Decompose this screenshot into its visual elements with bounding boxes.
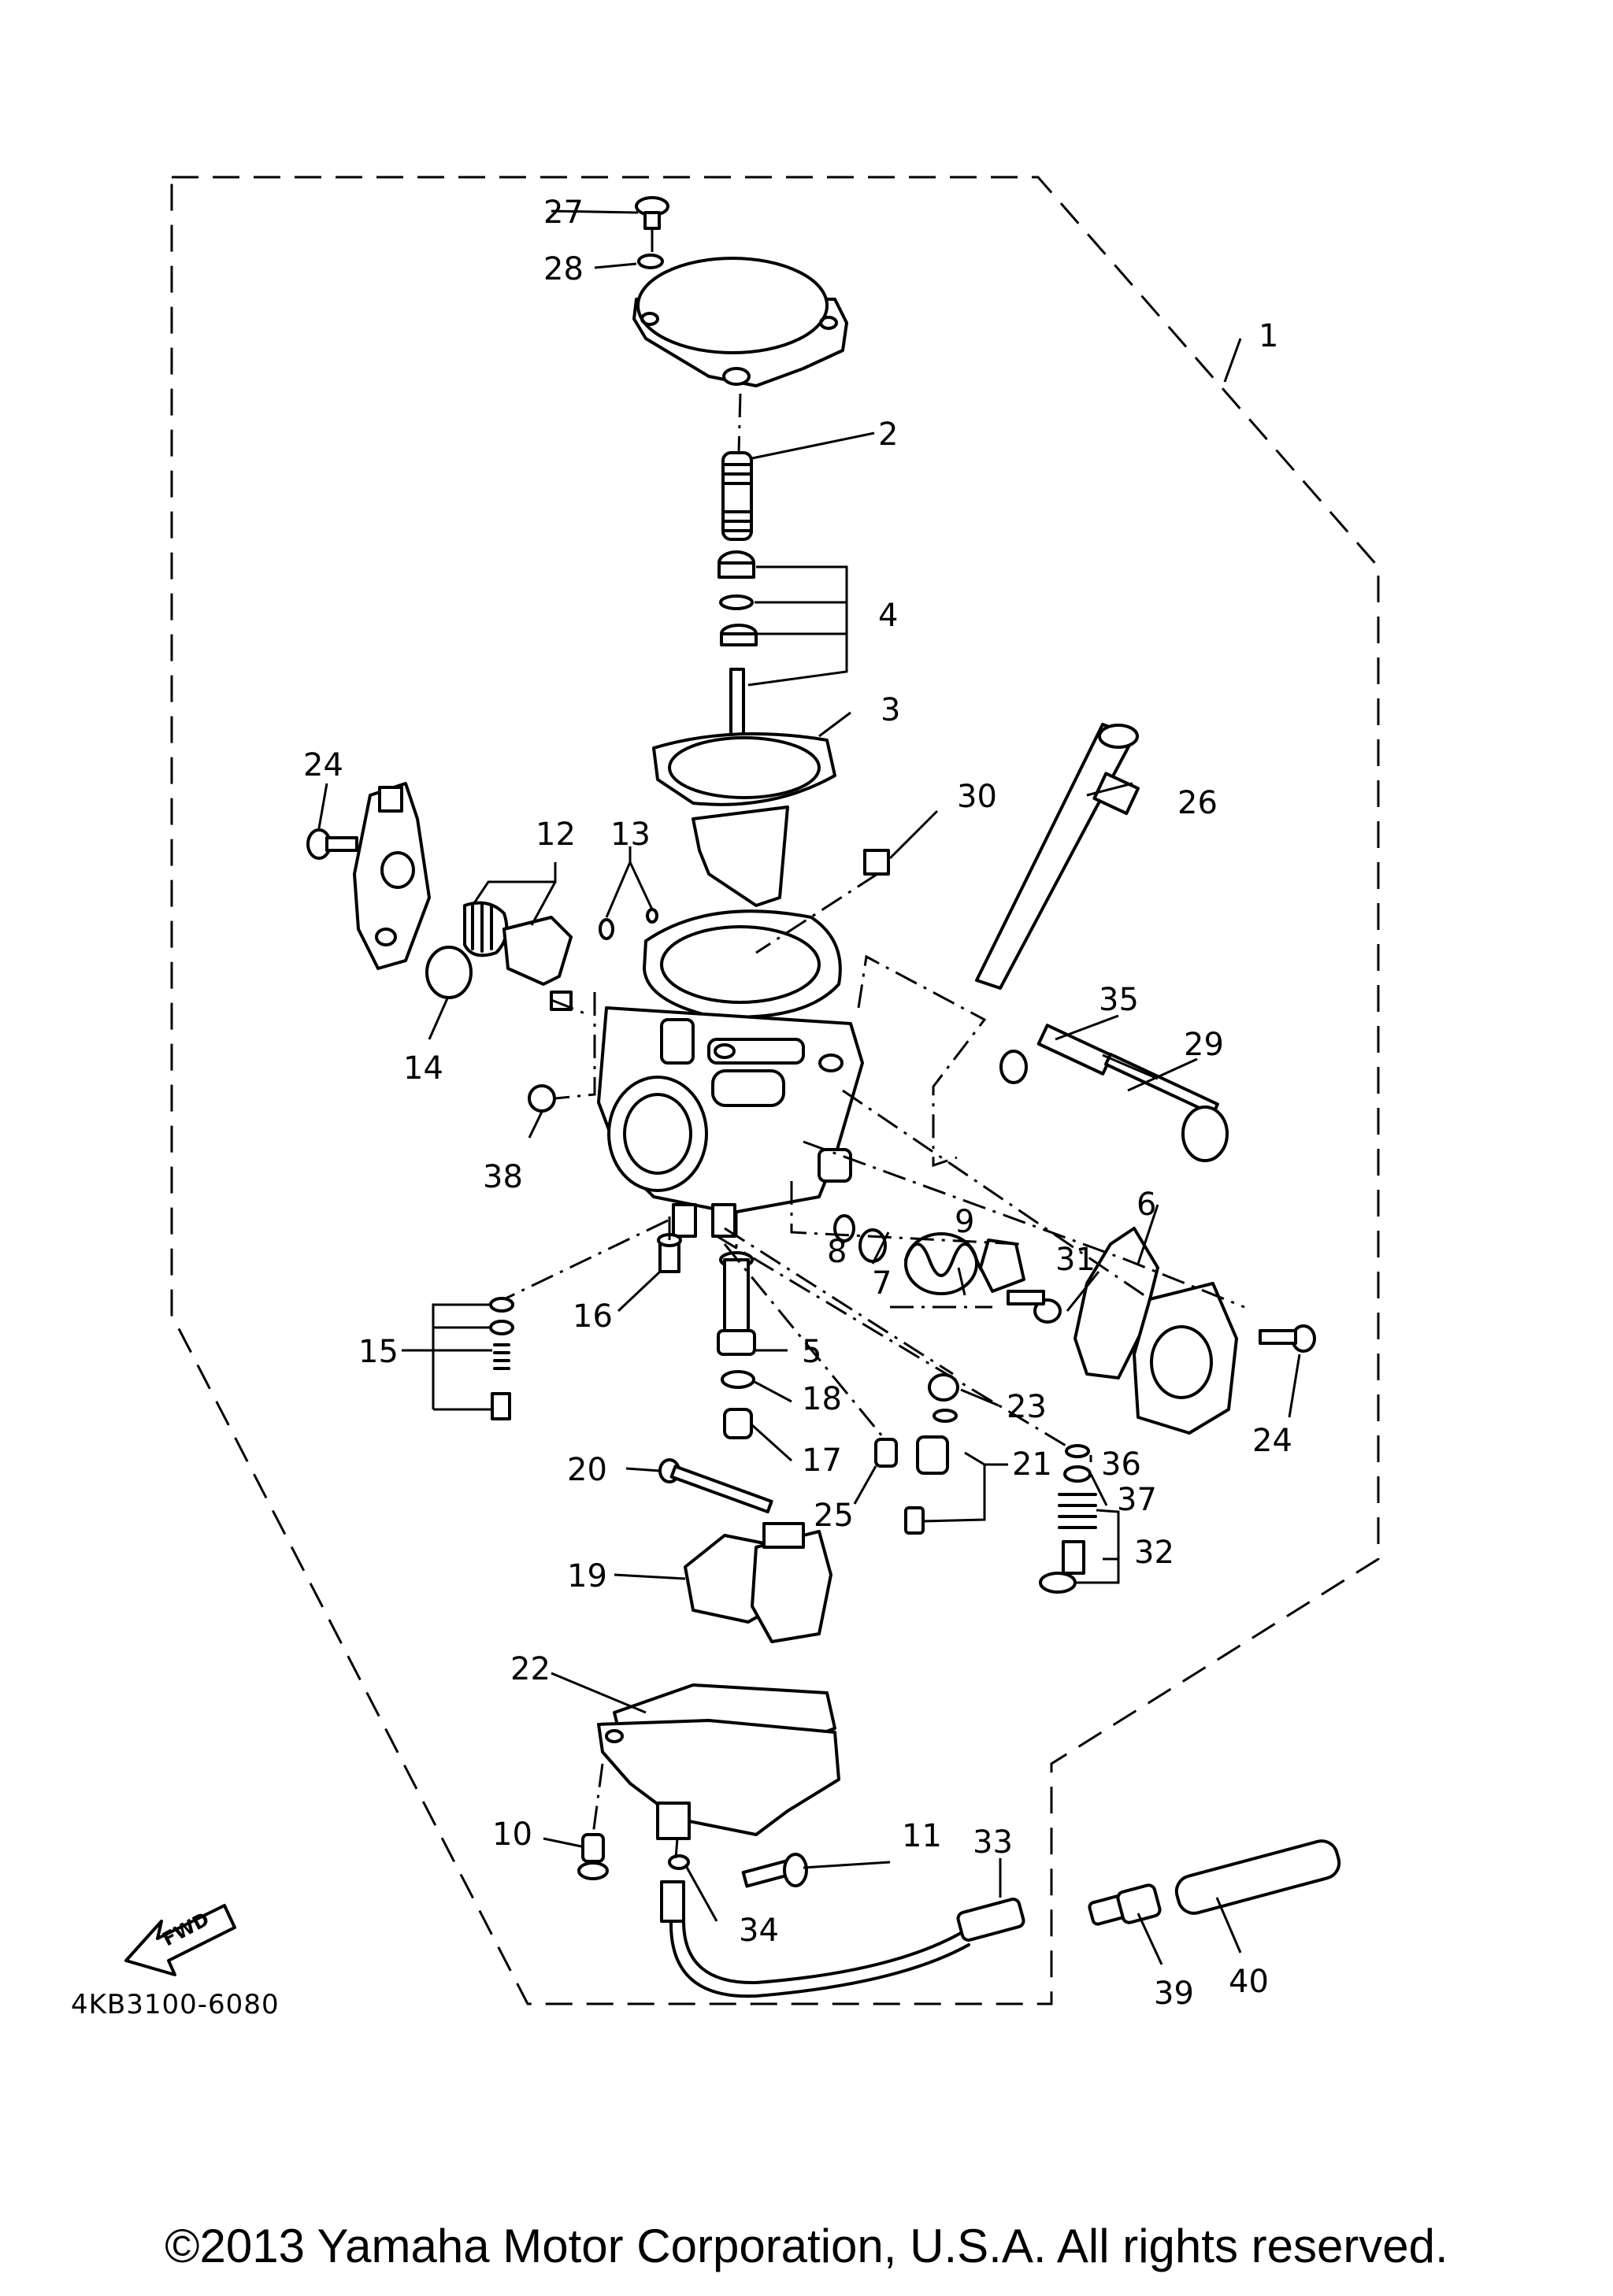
callout-16: 16	[573, 1298, 613, 1335]
callout-37: 37	[1117, 1482, 1157, 1518]
callout-22: 22	[510, 1651, 551, 1687]
callout-24-right: 24	[1252, 1423, 1292, 1459]
callout-3: 3	[881, 692, 900, 728]
throttle-tube-part-26	[975, 723, 1140, 990]
callout-18: 18	[802, 1381, 842, 1417]
callout-29: 29	[1184, 1027, 1224, 1063]
jet-part-16	[657, 1233, 682, 1273]
nut-part-38	[528, 1084, 556, 1113]
callout-19: 19	[567, 1558, 607, 1594]
callout-23: 23	[1007, 1389, 1047, 1425]
callout-12: 12	[536, 817, 576, 853]
callout-14: 14	[403, 1050, 443, 1087]
float-part-19	[684, 1522, 832, 1643]
plunger-part-12	[463, 901, 573, 1011]
pin-part-20	[658, 1458, 773, 1514]
callout-33: 33	[973, 1824, 1013, 1861]
callout-40: 40	[1229, 1964, 1269, 2000]
screw-part-24-left	[306, 828, 358, 860]
cover-part-24-right	[1133, 1282, 1238, 1435]
float-bowl	[597, 1719, 840, 1840]
copyright-notice: ©2013 Yamaha Motor Corporation, U.S.A. A…	[165, 2220, 1448, 2272]
callout-38: 38	[483, 1159, 523, 1195]
hose-part-33	[660, 1880, 1025, 1998]
o-ring-part-13-a	[599, 918, 614, 940]
callout-8: 8	[827, 1234, 847, 1270]
drain-screw-part-11	[741, 1853, 808, 1888]
callout-35: 35	[1099, 982, 1139, 1018]
callout-17: 17	[802, 1442, 842, 1479]
callout-4: 4	[878, 598, 898, 634]
callout-6: 6	[1137, 1187, 1156, 1223]
washer-part-18	[721, 1370, 755, 1389]
screw-part-10	[577, 1833, 609, 1880]
jet-part-25	[874, 1438, 898, 1468]
callout-15: 15	[358, 1334, 399, 1370]
callout-30: 30	[957, 779, 997, 815]
fitting-part-39	[1088, 1883, 1162, 1926]
callout-24-left: 24	[303, 747, 343, 783]
assembly-boundary	[170, 176, 1380, 2005]
clip-part-34	[668, 1854, 690, 1870]
diagram-code: 4KB3100-6080	[71, 1989, 280, 2020]
o-ring-part-14	[425, 946, 473, 999]
callout-39: 39	[1154, 1976, 1194, 2012]
cover-part-24-left	[353, 782, 431, 970]
valve-set-part-21	[904, 1409, 958, 1535]
diaphragm-piston-part-3	[652, 732, 836, 907]
carburetor-body	[597, 1006, 864, 1238]
pilot-screw-set-part-15	[489, 1297, 514, 1420]
cap-screw-part-27	[635, 196, 669, 230]
callout-25: 25	[814, 1498, 854, 1534]
callout-20: 20	[567, 1452, 607, 1488]
screw-set-part-32	[1039, 1493, 1097, 1594]
o-ring-part-35	[999, 1050, 1028, 1084]
callout-34: 34	[739, 1913, 779, 1949]
hose-part-40	[1174, 1839, 1341, 1915]
main-jet-part-17	[723, 1408, 753, 1439]
callout-10: 10	[492, 1816, 532, 1853]
callout-2: 2	[878, 417, 898, 453]
callout-1: 1	[1259, 318, 1278, 354]
screw-part-24-right	[1259, 1324, 1316, 1353]
o-ring-part-13-b	[646, 908, 658, 924]
assembly-guide-lines	[503, 228, 1245, 1859]
callout-36: 36	[1101, 1446, 1141, 1483]
callout-21: 21	[1012, 1446, 1052, 1483]
lever-part-31	[979, 1239, 1062, 1324]
cap-part-23	[928, 1373, 959, 1402]
leader-lines	[317, 209, 1301, 1965]
callout-27: 27	[543, 194, 584, 231]
spring-part-2	[721, 451, 753, 541]
callout-26: 26	[1177, 785, 1218, 821]
top-cover	[632, 257, 848, 387]
callout-31: 31	[1055, 1242, 1096, 1278]
callout-13: 13	[610, 817, 651, 853]
needle-set-part-4	[718, 550, 758, 765]
callout-11: 11	[902, 1818, 942, 1854]
washer-part-28	[637, 254, 664, 269]
o-ring-part-36	[1065, 1444, 1090, 1458]
washer-part-37	[1063, 1465, 1092, 1483]
callout-32: 32	[1134, 1535, 1174, 1571]
needle-jet-part-5	[717, 1251, 756, 1356]
callout-28: 28	[543, 251, 584, 287]
body-gasket	[643, 909, 842, 1019]
callout-5: 5	[802, 1334, 821, 1370]
callout-labels: 1 2 3 4 5 6 7 8 9 10 11 12 13 14 15 16 1…	[303, 194, 1292, 2012]
callout-9: 9	[955, 1204, 974, 1240]
callout-7: 7	[872, 1265, 892, 1302]
fwd-arrow-icon: FWD	[124, 1904, 236, 1976]
screw-part-30	[863, 849, 890, 876]
